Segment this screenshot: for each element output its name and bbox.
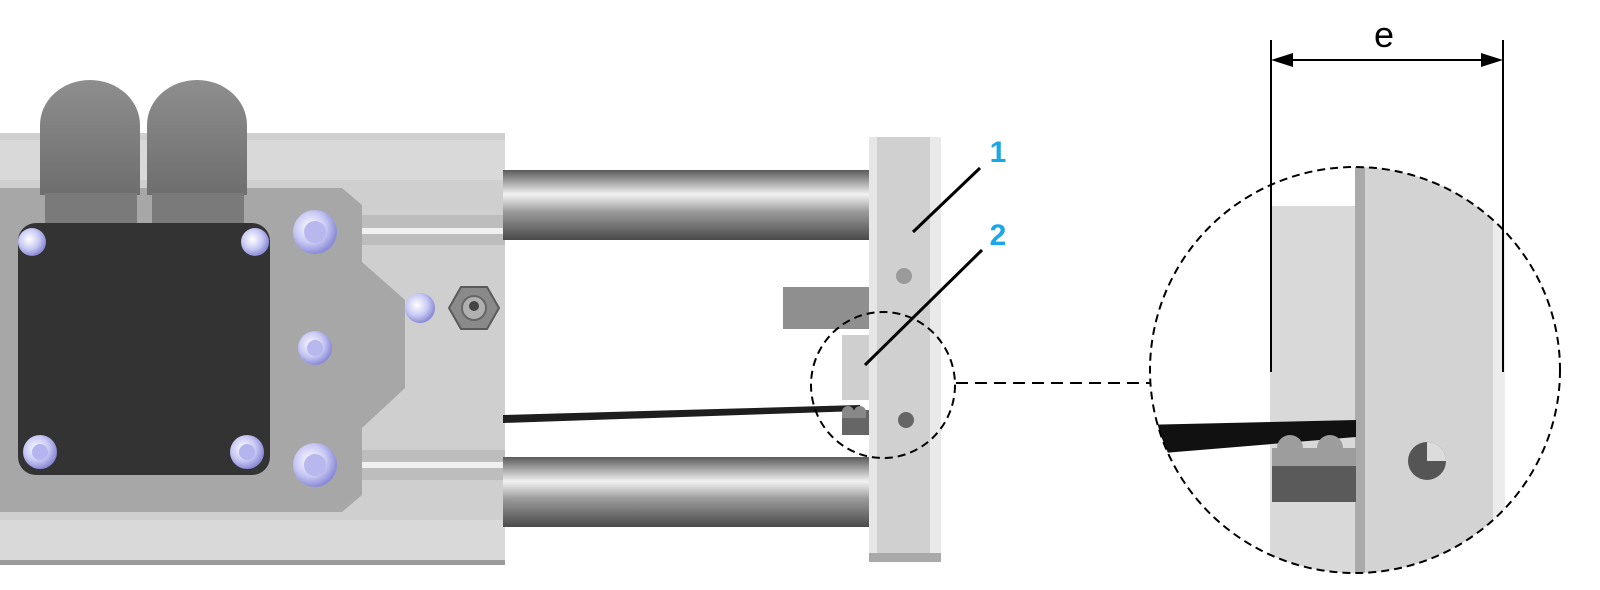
flange-screw-top [293, 210, 337, 254]
ball-fitting [405, 293, 435, 323]
guide-rod-top [503, 170, 873, 240]
dimension-label: e [1374, 14, 1394, 55]
belt [503, 405, 860, 423]
zoom-circle-outline [1149, 166, 1561, 574]
cable-gland-left [40, 80, 140, 223]
dimension-e [1270, 40, 1504, 372]
zoom-detail-view [1150, 167, 1560, 573]
flange-screw-bottom [293, 443, 337, 487]
motor-screw-tr [241, 228, 269, 256]
motor-screw-br [230, 435, 264, 469]
callout-2-leader [863, 248, 984, 367]
motor-body [18, 223, 270, 475]
callout-1-leader [911, 166, 982, 234]
cable-gland-right [147, 80, 247, 223]
hex-nut [447, 286, 501, 330]
callout-1-label: 1 [990, 136, 1007, 169]
motor-screw-tl [18, 228, 46, 256]
carriage-parts [783, 287, 875, 435]
motor-screw-bl [23, 435, 57, 469]
flange-screw-middle [298, 331, 332, 365]
guide-rod-bottom [503, 457, 873, 527]
detail-circle [810, 311, 956, 459]
callout-2-label: 2 [990, 219, 1007, 252]
